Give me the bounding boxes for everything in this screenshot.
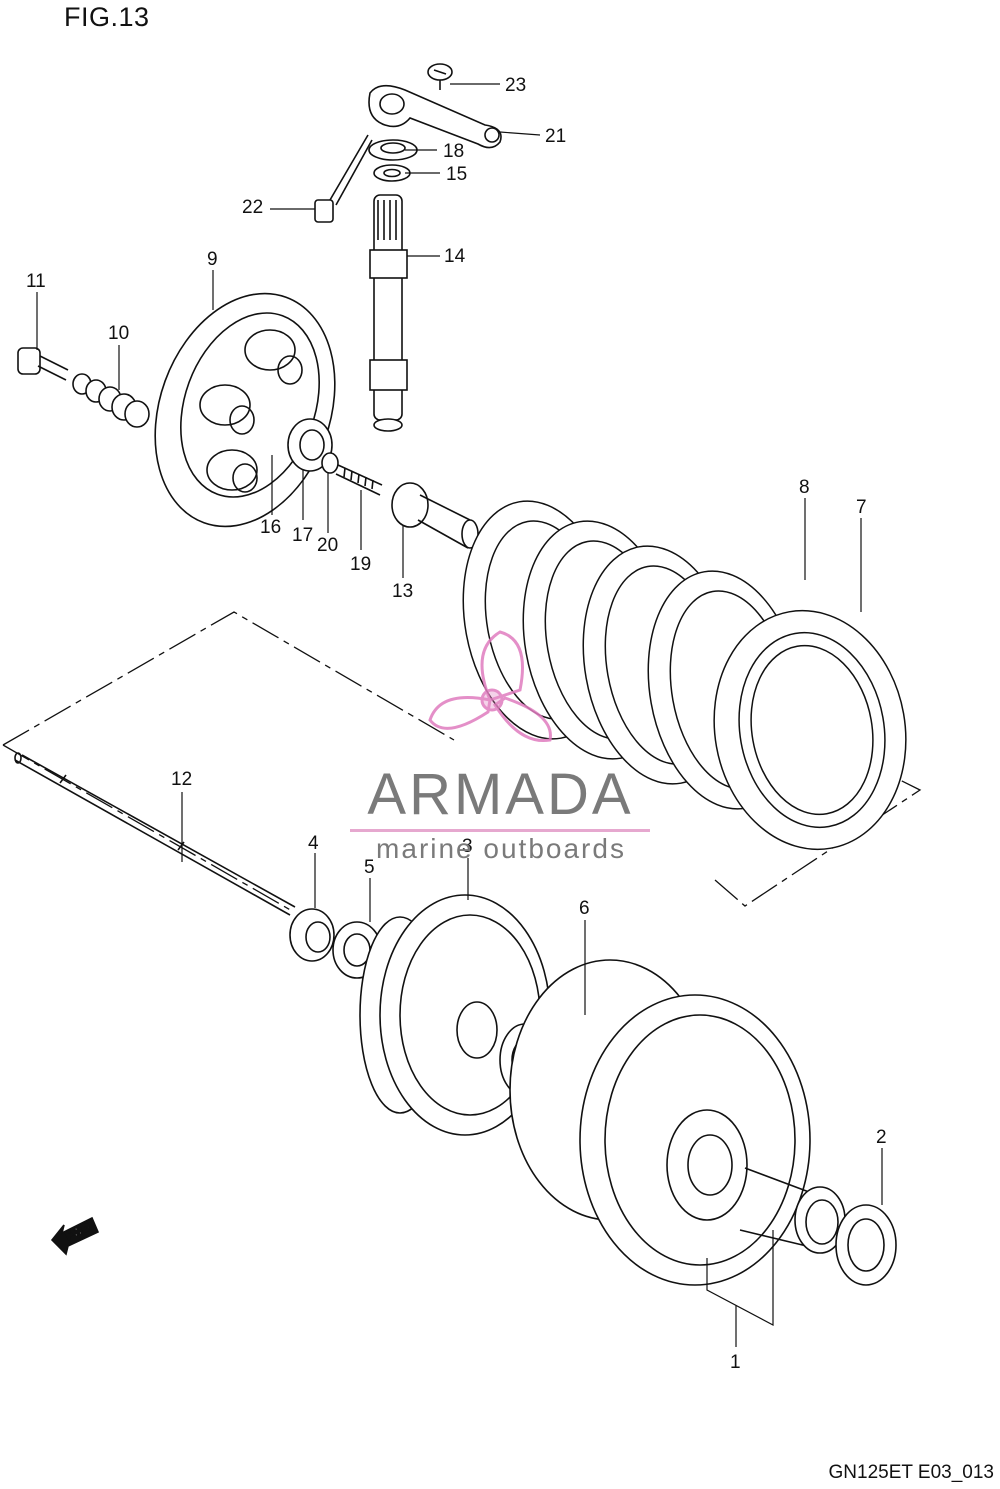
- part-label-21: 21: [545, 126, 566, 147]
- part-7-drive-plate: [713, 609, 907, 851]
- watermark-tagline: marine outboards: [376, 833, 626, 864]
- part-label-7: 7: [856, 497, 867, 518]
- part-22-bolt: [314, 134, 373, 223]
- part-9-pressure-plate: [154, 292, 336, 528]
- watermark-name: ARMADA: [367, 762, 634, 827]
- part-13-push-piece: [391, 482, 479, 549]
- part-4-spacer: [289, 908, 335, 962]
- part-label-22: 22: [242, 197, 263, 218]
- part-label-12: 12: [171, 769, 192, 790]
- part-10-spring: [72, 373, 150, 428]
- part-labels: 23 21 18 15 22 14 9 11 10 16 17 20 19 13…: [26, 75, 887, 1373]
- watermark-propeller-icon: [428, 630, 552, 743]
- part-label-23: 23: [505, 75, 526, 96]
- part-label-18: 18: [443, 141, 464, 162]
- part-label-8: 8: [799, 477, 810, 498]
- part-23-screw: [427, 63, 453, 90]
- fwd-arrow-icon: FWD: [50, 1216, 100, 1256]
- part-12-push-rod: [14, 752, 296, 916]
- part-label-10: 10: [108, 323, 129, 344]
- watermark-rule: [350, 829, 650, 832]
- part-21-release-arm: [368, 84, 502, 149]
- leader-lines: [36, 83, 883, 1347]
- part-14-release-shaft: [369, 194, 408, 432]
- part-20-nut: [321, 452, 339, 474]
- part-label-14: 14: [444, 246, 466, 267]
- part-label-15: 15: [446, 164, 467, 185]
- part-label-20: 20: [317, 535, 338, 556]
- part-2-washer: [835, 1204, 897, 1286]
- part-label-13: 13: [392, 581, 413, 602]
- diagram-code: GN125ET E03_013: [828, 1462, 995, 1483]
- part-label-9: 9: [207, 249, 218, 270]
- part-label-19: 19: [350, 554, 371, 575]
- part-label-11: 11: [26, 271, 46, 292]
- part-label-3: 3: [462, 836, 473, 857]
- part-label-5: 5: [364, 857, 375, 878]
- part-17-bearing: [287, 418, 333, 472]
- part-label-16: 16: [260, 517, 281, 538]
- part-label-4: 4: [308, 833, 319, 854]
- part-15-washer: [373, 164, 411, 182]
- fig-title: FIG.13: [64, 2, 150, 32]
- part-label-17: 17: [292, 525, 313, 546]
- part-11-bolt: [17, 347, 69, 381]
- part-label-1: 1: [730, 1352, 741, 1373]
- part-label-6: 6: [579, 898, 590, 919]
- part-1-clutch-housing: [509, 959, 846, 1286]
- part-19-rod: [335, 464, 383, 496]
- part-label-2: 2: [876, 1127, 887, 1148]
